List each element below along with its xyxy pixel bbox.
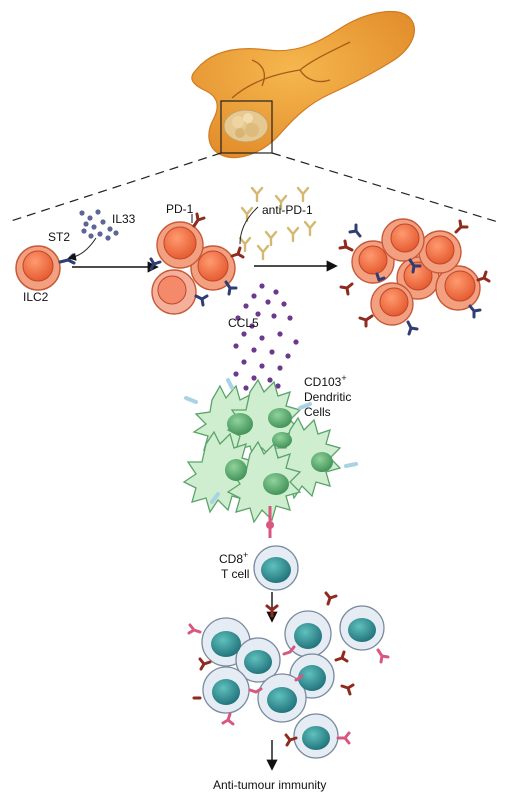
il33-molecules bbox=[79, 209, 119, 241]
zoom-line-left bbox=[7, 152, 222, 223]
ilc2-cell bbox=[15, 245, 76, 291]
label-outcome: Anti-tumour immunity bbox=[213, 778, 326, 792]
label-cd8-main: CD8 bbox=[219, 552, 243, 566]
zoom-line-right bbox=[271, 152, 499, 223]
antigen-presentation-link bbox=[266, 506, 274, 538]
expanded-t-cells bbox=[187, 591, 390, 759]
activated-ilc2-cluster bbox=[149, 212, 245, 315]
pd1-receptor-icon bbox=[338, 219, 491, 328]
il33-binding-arrow bbox=[68, 237, 97, 261]
anti-pd1-antibodies bbox=[238, 186, 317, 261]
label-st2: ST2 bbox=[48, 230, 70, 244]
label-pd1: PD-1 bbox=[166, 202, 194, 216]
tcr-receptor-icon bbox=[187, 623, 390, 745]
label-cd103-sup: + bbox=[341, 373, 346, 383]
label-ilc2: ILC2 bbox=[23, 290, 49, 304]
dendritic-cells bbox=[182, 378, 358, 524]
pd1-receptor-icon bbox=[192, 591, 355, 747]
label-ccl5: CCL5 bbox=[228, 316, 259, 330]
label-cd103: CD103+ bbox=[304, 373, 347, 389]
label-il33: IL33 bbox=[112, 212, 136, 226]
anti-pd1-pointer bbox=[239, 206, 259, 245]
expanded-ilc2-cluster bbox=[338, 218, 491, 336]
label-cells: Cells bbox=[304, 405, 331, 419]
ccl5-chemokines bbox=[233, 283, 299, 395]
pancreas-organ bbox=[191, 11, 415, 159]
st2-receptor-icon bbox=[348, 223, 482, 336]
label-anti-pd1: anti-PD-1 bbox=[262, 203, 313, 217]
label-dendritic: Dendritic bbox=[304, 390, 351, 404]
label-cd8: CD8+ bbox=[219, 550, 248, 566]
label-cd8-sup: + bbox=[243, 550, 248, 560]
st2-receptor-icon bbox=[149, 257, 238, 307]
tumor-zoom-box bbox=[220, 100, 273, 154]
st2-receptor-icon bbox=[58, 253, 76, 265]
label-tcell: T cell bbox=[221, 567, 249, 581]
cd8-t-cell bbox=[253, 545, 299, 591]
pd1-receptor-icon bbox=[192, 212, 245, 259]
label-cd103-main: CD103 bbox=[304, 375, 342, 389]
